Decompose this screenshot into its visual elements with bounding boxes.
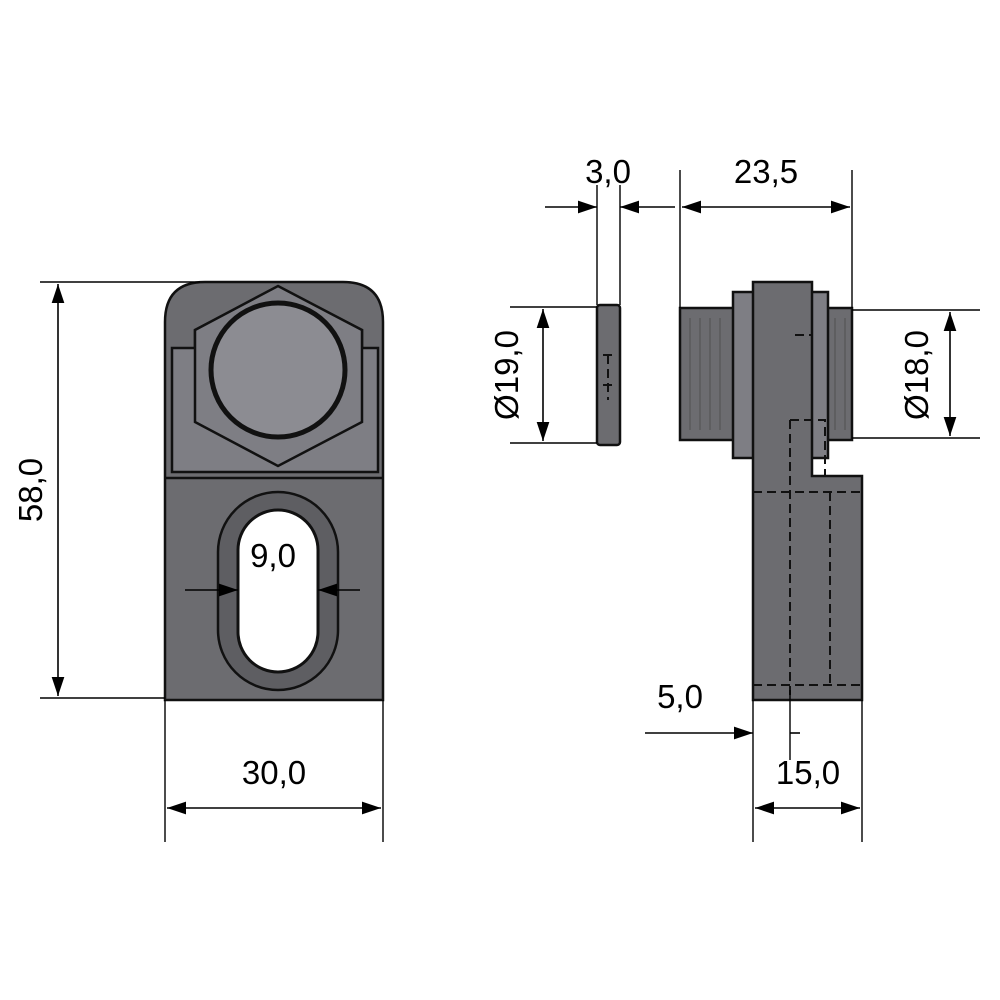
dimension-washer-thickness: 3,0 (545, 153, 675, 305)
dim-height-label: 58,0 (12, 458, 49, 522)
dim-washer-diameter-label: Ø19,0 (488, 330, 525, 420)
dim-body-length-label: 23,5 (734, 153, 798, 190)
dimension-width: 30,0 (164, 700, 384, 842)
dimension-plate-thickness: 5,0 (645, 678, 800, 842)
dim-width-label: 30,0 (242, 754, 306, 791)
dimension-slot: 9,0 (185, 537, 360, 597)
dim-thread-diameter-label: Ø18,0 (898, 330, 935, 420)
dim-washer-thickness-label: 3,0 (585, 153, 631, 190)
dimension-body-length: 23,5 (679, 153, 853, 308)
front-view (163, 280, 385, 702)
dimension-thread-diameter: Ø18,0 (852, 309, 980, 439)
dim-plate-width-label: 15,0 (776, 754, 840, 791)
slot (236, 508, 320, 674)
dim-plate-thickness-label: 5,0 (657, 678, 703, 715)
dimension-height: 58,0 (12, 281, 200, 699)
dimension-washer-diameter: Ø19,0 (488, 306, 597, 444)
cam-circle (208, 300, 348, 440)
dimension-plate-width: 15,0 (755, 700, 863, 842)
side-view (595, 280, 864, 702)
dim-slot-label: 9,0 (250, 537, 296, 574)
